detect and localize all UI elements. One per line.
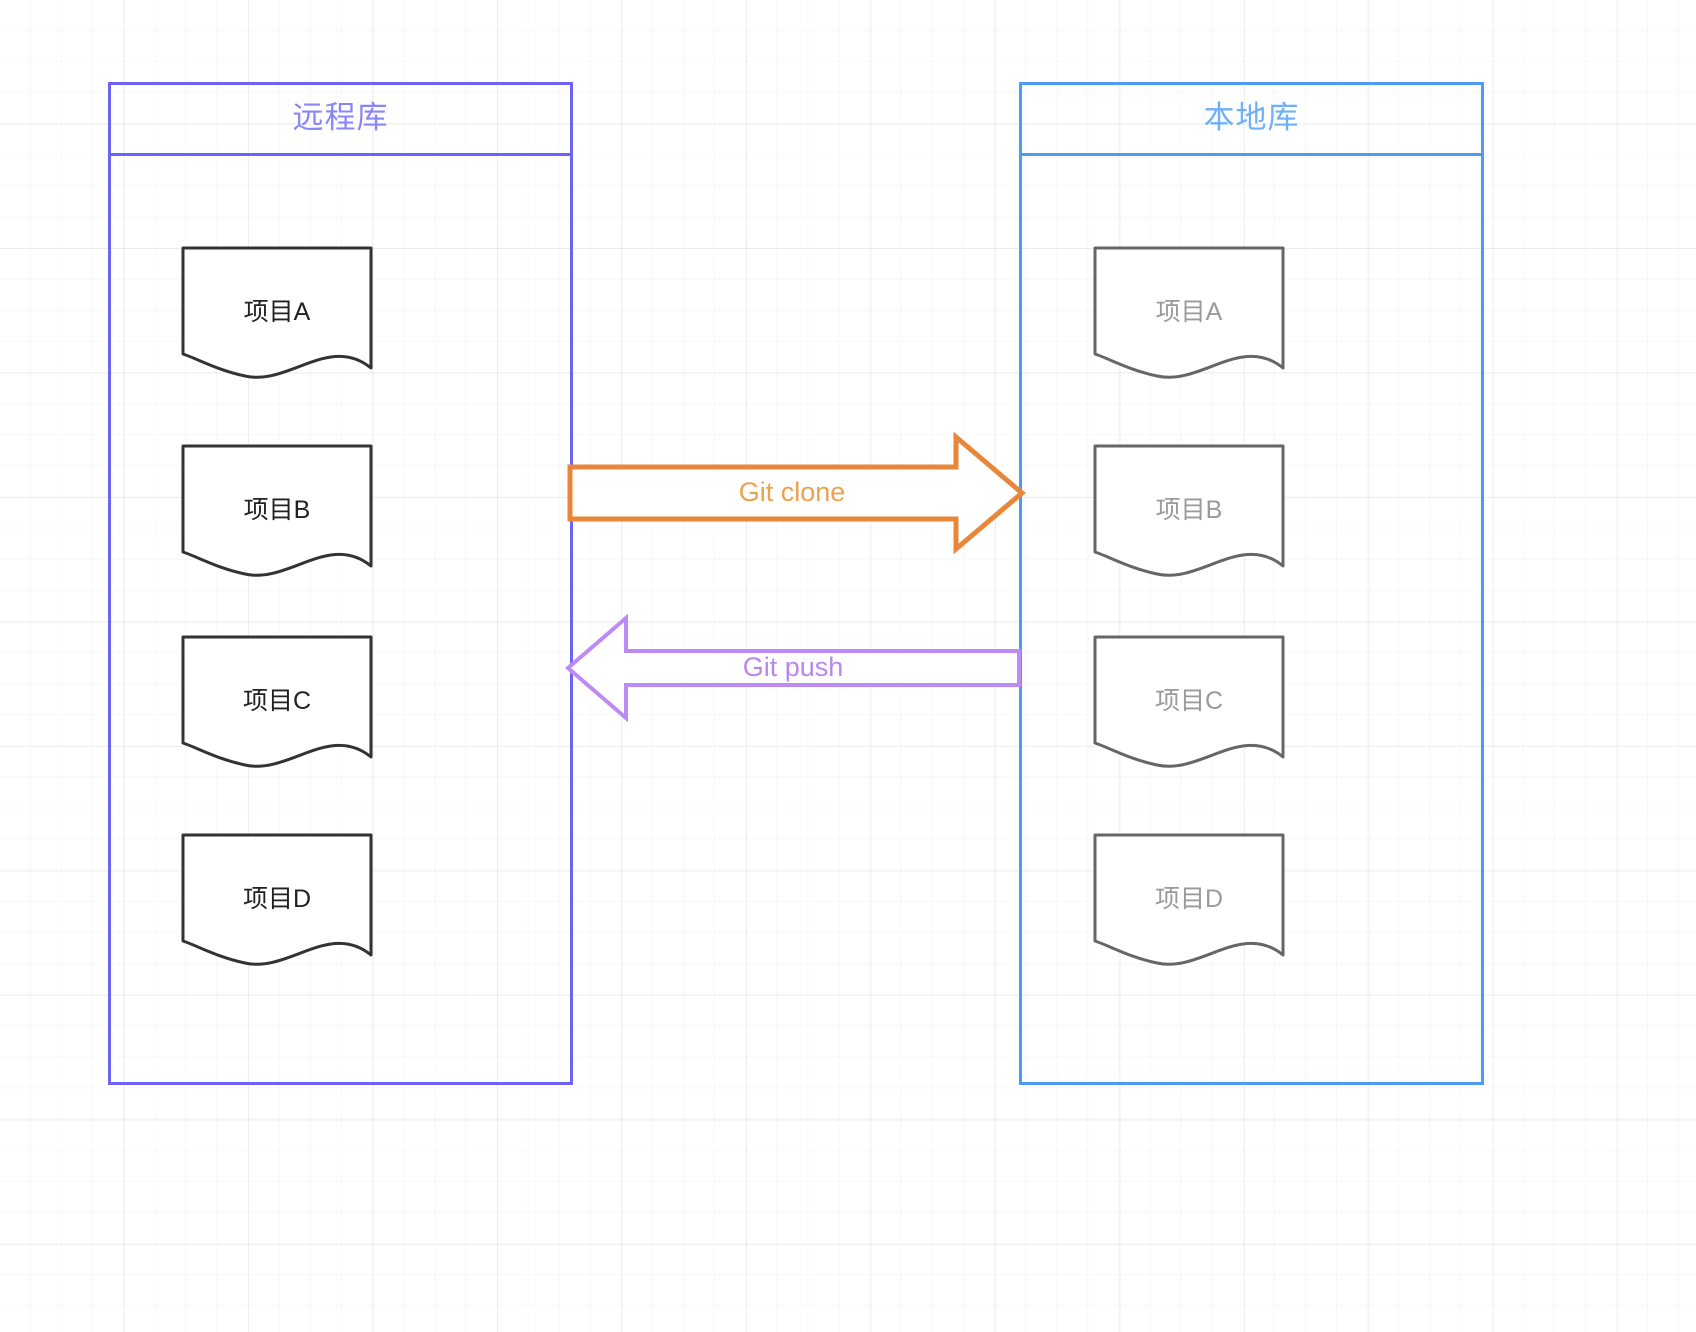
remote-doc-label: 项目D — [242, 884, 312, 913]
local-document-group — [1093, 246, 1285, 966]
remote-document-shape — [181, 833, 373, 966]
remote-doc-label: 项目C — [242, 686, 312, 715]
local-doc-label: 项目A — [1155, 297, 1223, 326]
container-local — [1019, 82, 1484, 1085]
local-doc-label: 项目B — [1155, 495, 1223, 524]
remote-doc-label: 项目B — [243, 495, 311, 524]
arrow-label-git-clone: Git clone — [738, 477, 846, 507]
remote-document-shape — [181, 246, 373, 379]
container-remote — [108, 82, 573, 1085]
remote-document-shape — [181, 444, 373, 577]
arrow-shape-git-push — [564, 613, 1021, 723]
container-header-divider — [111, 153, 570, 156]
container-remote-title: 远程库 — [292, 99, 389, 135]
local-document-shape — [1093, 635, 1285, 768]
local-document-shape — [1093, 246, 1285, 379]
remote-document-group — [181, 246, 373, 966]
local-document-shape — [1093, 444, 1285, 577]
arrow-shape-git-clone — [567, 431, 1026, 555]
local-doc-label: 项目C — [1154, 686, 1224, 715]
local-document-shape — [1093, 833, 1285, 966]
remote-doc-label: 项目A — [243, 297, 311, 326]
arrow-group — [564, 431, 1026, 723]
arrow-label-git-push: Git push — [742, 652, 844, 682]
container-local-title: 本地库 — [1203, 99, 1300, 135]
container-header-divider — [1022, 153, 1481, 156]
local-doc-label: 项目D — [1154, 884, 1224, 913]
remote-document-shape — [181, 635, 373, 768]
